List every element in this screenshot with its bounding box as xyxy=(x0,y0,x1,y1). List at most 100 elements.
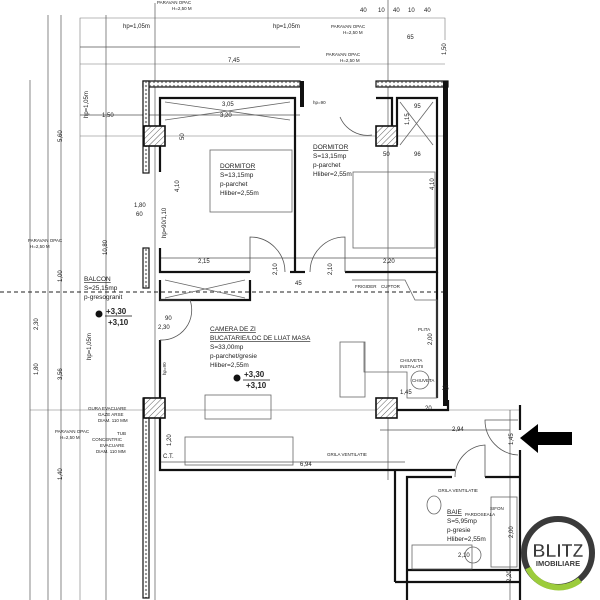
room-subname: BUCATARIE/LOC DE LUAT MASA xyxy=(210,335,311,342)
logo-brand: BLITZ xyxy=(533,541,584,561)
label-text: +3,10 xyxy=(108,318,129,327)
room-name: DORMITOR xyxy=(220,163,256,170)
room-height: Hliber=2,55m xyxy=(313,171,352,178)
label-text: 2,30 xyxy=(34,318,40,330)
label-text: 2,30 xyxy=(158,325,170,331)
room-floor: p-gresogranit xyxy=(84,294,122,301)
label-text: 96 xyxy=(414,152,421,158)
label-text: 1,45 xyxy=(400,390,412,396)
label-text: DIAM. 110 MM xyxy=(96,449,126,454)
label-text: 40 xyxy=(393,8,400,14)
label-text: 2,10 xyxy=(458,553,470,559)
tv-stand xyxy=(204,394,272,420)
label-text: 1,50 xyxy=(442,43,448,55)
label-text: 1,80 xyxy=(34,363,40,375)
washbasin xyxy=(464,546,482,564)
label-text: DIAM. 110 MM xyxy=(98,418,128,423)
dimension-lines xyxy=(0,0,520,600)
room-floor: p-parchet xyxy=(220,181,248,188)
entrance-arrow-icon xyxy=(520,424,572,453)
room-label-balcony: BALCON S=25,15mp p-gresogranit xyxy=(84,276,122,301)
room-area: S=25,15mp xyxy=(84,285,118,292)
label-text: PARAVAN OPAC xyxy=(326,52,361,57)
bathtub xyxy=(490,496,518,568)
vanity xyxy=(411,544,473,570)
label-text: 2,10 xyxy=(328,263,334,275)
label-text: 1,50 xyxy=(102,113,114,119)
label-text: 3,05 xyxy=(222,102,234,108)
logo-subtitle: IMOBILIARE xyxy=(536,559,580,568)
elevation-marker: +3,30 +3,10 xyxy=(95,307,132,327)
level-icon xyxy=(95,310,103,318)
label-text: hp=90/1,10 xyxy=(162,207,168,238)
room-name: BALCON xyxy=(84,276,111,283)
label-text: H=2,50 M xyxy=(340,58,360,63)
label-text: 2,20 xyxy=(383,259,395,265)
label-text: 60 xyxy=(136,212,143,218)
label-text: hp=1,05m xyxy=(273,24,300,30)
label-text: PARAVAN OPAC xyxy=(157,0,192,5)
room-height: Hliber=2,55m xyxy=(210,362,249,369)
label-text: 95 xyxy=(414,104,421,110)
label-text: 20 xyxy=(425,406,432,412)
pillars xyxy=(143,125,398,419)
label-text: 2,15 xyxy=(198,259,210,265)
bed-1 xyxy=(209,149,293,213)
label-text: 40 xyxy=(360,8,367,14)
boiler-label: C.T. xyxy=(163,454,174,460)
label-text: 1,20 xyxy=(167,434,173,446)
label-text: 2,20 xyxy=(507,570,513,582)
label-text: hp=1,05m xyxy=(84,91,90,118)
label-text: 1,15 xyxy=(405,113,411,125)
toilet xyxy=(426,495,442,515)
label-text: 10,80 xyxy=(103,239,109,255)
room-area: S=33,00mp xyxy=(210,344,244,351)
label-text: CUPTOR xyxy=(381,284,401,289)
label-text: H=2,50 M xyxy=(30,244,50,249)
room-area: S=5,95mp xyxy=(447,518,477,525)
label-text: 65 xyxy=(407,35,414,41)
label-text: 7,45 xyxy=(228,58,240,64)
room-area: S=13,15mp xyxy=(220,172,254,179)
label-text: PARAVAN OPAC xyxy=(55,429,90,434)
room-height: Hliber=2,55m xyxy=(220,190,259,197)
room-label-bedroom-2: DORMITOR S=13,15mp p-parchet Hliber=2,55… xyxy=(313,144,352,178)
room-area: S=13,15mp xyxy=(313,153,347,160)
label-text: FRIGIDER xyxy=(355,284,377,289)
label-text: 4,10 xyxy=(430,178,436,190)
label-text: CONCENTRIC xyxy=(92,437,123,442)
label-text: +3,30 xyxy=(106,307,127,316)
sofa xyxy=(184,436,294,466)
label-text: +3,10 xyxy=(246,381,267,390)
room-name: BAIE xyxy=(447,509,462,516)
label-text: H=2,50 M xyxy=(172,6,192,11)
room-floor: p-gresie xyxy=(447,527,471,534)
label-text: GRILA VENTILATIE xyxy=(438,488,478,493)
label-text: 50 xyxy=(383,152,390,158)
label-text: hp=1,05m xyxy=(87,333,93,360)
label-text: 50 xyxy=(180,133,186,140)
annotations: PARAVAN OPAC H=2,50 M PARAVAN OPAC H=2,5… xyxy=(28,0,504,517)
label-text: 2,00 xyxy=(509,526,515,538)
label-text: CHIUVETA xyxy=(412,378,434,383)
label-text: 40 xyxy=(424,8,431,14)
label-text: 25 xyxy=(442,386,449,392)
label-text: 3,20 xyxy=(220,113,232,119)
room-floor: p-parchet xyxy=(313,162,341,169)
label-text: 4,10 xyxy=(175,180,181,192)
label-text: 2,00 xyxy=(428,333,434,345)
level-icon xyxy=(233,374,241,382)
label-text: 45 xyxy=(295,281,302,287)
label-text: INSTALATII xyxy=(400,364,423,369)
label-text: hp=1,05m xyxy=(123,24,150,30)
room-name: DORMITOR xyxy=(313,144,349,151)
dining-table xyxy=(339,341,366,398)
bed-2 xyxy=(352,171,436,249)
label-text: 10 xyxy=(408,8,415,14)
room-label-living: CAMERA DE ZI BUCATARIE/LOC DE LUAT MASA … xyxy=(210,326,311,369)
kitchen-sink xyxy=(410,370,430,390)
label-text: 6,94 xyxy=(300,462,312,468)
room-floor: p-parchet/gresie xyxy=(210,353,257,360)
elevation-marker: +3,30 +3,10 xyxy=(233,370,270,390)
